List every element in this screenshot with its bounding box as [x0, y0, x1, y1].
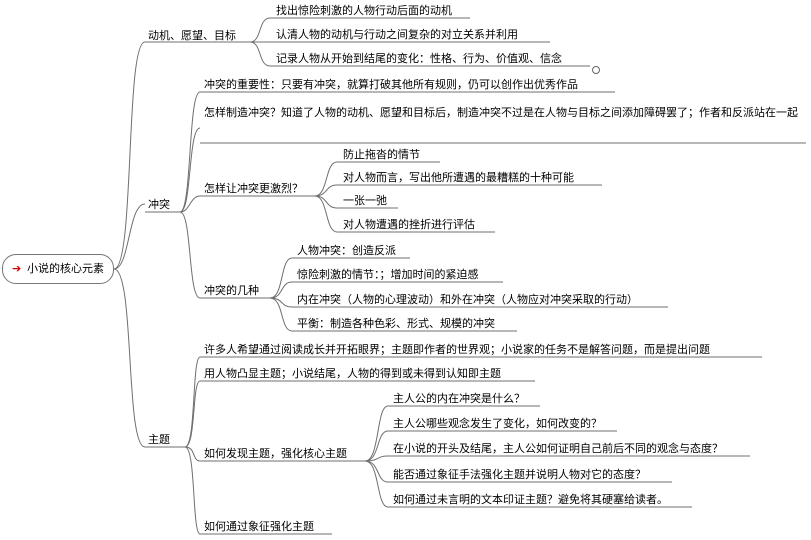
- theme-character[interactable]: 用人物凸显主题；小说结尾，人物的得到或未得到认知即主题: [204, 367, 501, 380]
- discover-item-4[interactable]: 能否通过象征手法强化主题并说明人物对它的态度？: [393, 468, 646, 481]
- root-topic-label: 小说的核心元素: [27, 262, 104, 275]
- intensify-item-4[interactable]: 对人物遭遇的挫折进行评估: [343, 218, 475, 231]
- motivation-item-2[interactable]: 认清人物的动机与行动之间复杂的对立关系并利用: [276, 28, 518, 41]
- collapse-toggle-icon[interactable]: [592, 66, 600, 74]
- theme-symbolism[interactable]: 如何通过象征强化主题: [204, 520, 314, 533]
- red-arrow-icon: ➔: [12, 262, 22, 275]
- conflict-types[interactable]: 冲突的几种: [204, 284, 259, 297]
- conflict-type-2[interactable]: 惊险刺激的情节：；增加时间的紧迫感: [297, 268, 479, 281]
- intensify-item-2[interactable]: 对人物而言，写出他所遭遇的最糟糕的十种可能: [343, 171, 574, 184]
- discover-item-1[interactable]: 主人公的内在冲突是什么？: [393, 392, 525, 405]
- discover-item-2[interactable]: 主人公哪些观念发生了变化，如何改变的？: [393, 417, 602, 430]
- conflict-type-4[interactable]: 平衡：制造各种色彩、形式、规模的冲突: [297, 317, 495, 330]
- conflict-how-to-create[interactable]: 怎样制造冲突？知道了人物的动机、愿望和目标后，制造冲突不过是在人物与目标之间添加…: [204, 106, 798, 119]
- intensify-item-3[interactable]: 一张一弛: [343, 194, 387, 207]
- branch-conflict[interactable]: 冲突: [148, 198, 170, 211]
- discover-item-3[interactable]: 在小说的开头及结尾，主人公如何证明自己前后不同的观念与态度？: [393, 442, 723, 455]
- theme-growth[interactable]: 许多人希望通过阅读成长并开拓眼界；主题即作者的世界观；小说家的任务不是解答问题，…: [204, 343, 710, 356]
- conflict-intensify[interactable]: 怎样让冲突更激烈？: [204, 182, 303, 195]
- discover-item-5[interactable]: 如何通过未言明的文本印证主题？避免将其硬塞给读者。: [393, 493, 668, 506]
- conflict-type-1[interactable]: 人物冲突：创造反派: [297, 244, 396, 257]
- root-topic[interactable]: ➔ 小说的核心元素: [2, 254, 114, 284]
- branch-theme[interactable]: 主题: [148, 433, 170, 446]
- conflict-importance[interactable]: 冲突的重要性：只要有冲突，就算打破其他所有规则，仍可以创作出优秀作品: [204, 78, 578, 91]
- motivation-item-1[interactable]: 找出惊险刺激的人物行动后面的动机: [276, 4, 452, 17]
- motivation-item-3[interactable]: 记录人物从开始到结尾的变化：性格、行为、价值观、信念: [276, 52, 562, 65]
- conflict-type-3[interactable]: 内在冲突（人物的心理波动）和外在冲突（人物应对冲突采取的行动）: [297, 293, 638, 306]
- intensify-item-1[interactable]: 防止拖沓的情节: [343, 148, 420, 161]
- theme-discover[interactable]: 如何发现主题，强化核心主题: [204, 447, 347, 460]
- branch-motivation[interactable]: 动机、愿望、目标: [148, 29, 236, 42]
